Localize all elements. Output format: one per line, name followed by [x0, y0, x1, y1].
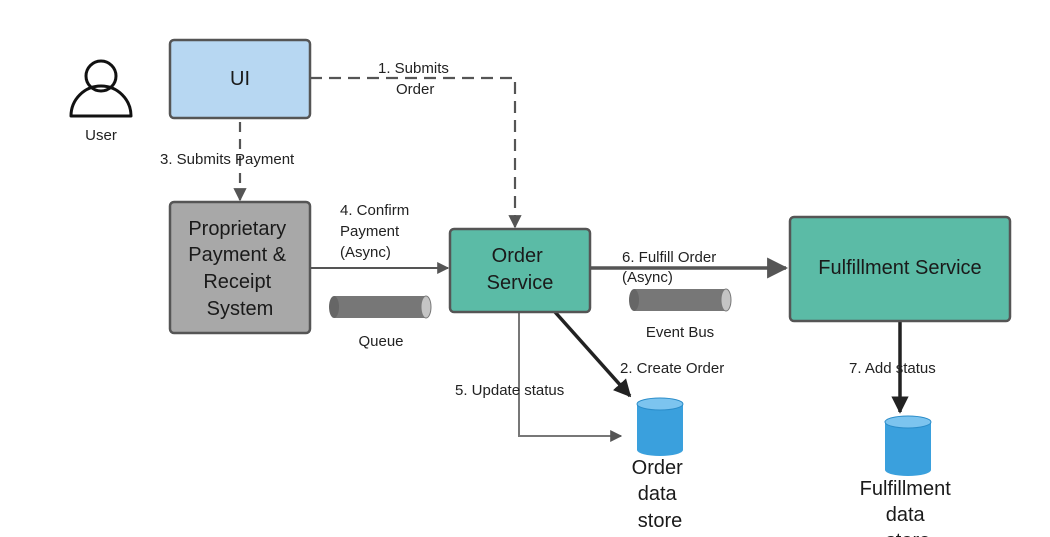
order-service-box[interactable] [448, 227, 592, 314]
label-confirm-payment: 4. Confirm Payment (Async) [340, 202, 413, 261]
edge-update-status [518, 312, 623, 442]
fulfillment-data-store-icon[interactable] [884, 415, 932, 476]
queue-pipe-icon [329, 295, 432, 319]
fulfillment-data-store-label: Fulfillment data store [860, 478, 957, 537]
fulfillment-service-label: Fulfillment Service [818, 257, 981, 279]
label-fulfill-order: 6. Fulfill Order (Async) [622, 249, 720, 286]
user-icon [69, 59, 133, 118]
ui-label: UI [230, 68, 250, 90]
event-bus-label: Event Bus [646, 324, 714, 341]
fulfillment-service-box[interactable] [788, 215, 1012, 323]
order-data-store-label: Order data store [632, 457, 689, 532]
label-submits-payment: 3. Submits Payment [160, 151, 295, 168]
payment-system-box[interactable] [168, 200, 312, 335]
user-label: User [85, 127, 117, 144]
label-create-order: 2. Create Order [620, 360, 724, 377]
label-submits-order: 1. Submits Order [378, 60, 453, 98]
ui-box[interactable] [168, 38, 312, 120]
payment-system-label: Proprietary Payment & Receipt System [188, 218, 291, 320]
order-data-store-icon[interactable] [636, 397, 684, 456]
label-update-status: 5. Update status [455, 382, 564, 399]
edge-create-order [553, 310, 632, 398]
event-bus-pipe-icon [629, 288, 732, 312]
queue-label: Queue [358, 333, 403, 350]
edge-submits-order [310, 76, 522, 229]
order-service-label: Order Service [487, 245, 554, 294]
label-add-status: 7. Add status [849, 360, 936, 377]
